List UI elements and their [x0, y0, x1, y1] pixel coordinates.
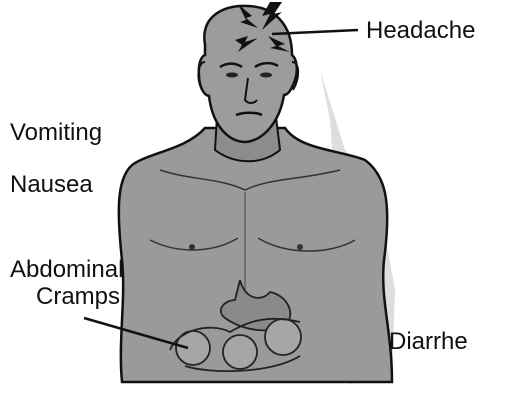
left-nipple — [189, 244, 195, 250]
head — [199, 6, 297, 142]
right-eye — [260, 73, 272, 78]
abdominal-label-line2: Cramps — [10, 283, 123, 310]
abdominal-label-line1: Abdominal — [10, 256, 123, 283]
left-eye — [226, 73, 238, 78]
right-nipple — [297, 244, 303, 250]
nausea-label: Nausea — [10, 173, 93, 197]
vomiting-label: Vomiting — [10, 121, 102, 145]
headache-label: Headache — [366, 19, 475, 43]
abdominal-cramps-label: Abdominal Cramps — [10, 256, 123, 310]
diarrhea-label: Diarrhe — [389, 330, 468, 354]
